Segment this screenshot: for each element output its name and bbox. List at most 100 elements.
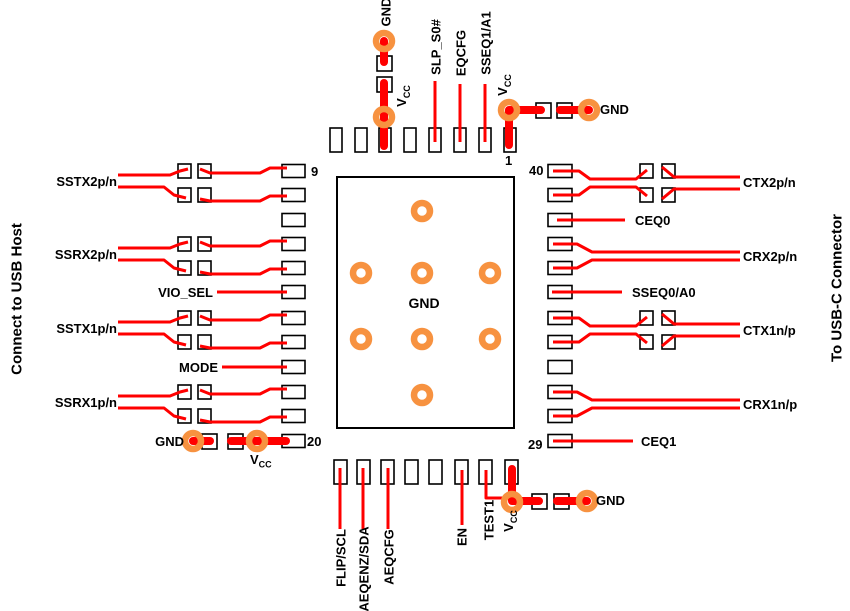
trace-ssrx2n: [118, 258, 187, 273]
vcc-via: [245, 429, 269, 453]
pad-pin9: [281, 163, 306, 179]
crx2-label: CRX2p/n: [743, 249, 798, 264]
ctx2-label: CTX2p/n: [743, 175, 796, 190]
flip-scl-label: FLIP/SCL: [333, 529, 349, 587]
ssrx2-label: SSRX2p/n: [54, 247, 117, 262]
trace-sstx2p: [118, 167, 189, 177]
aeqenz-sda-label: AEQENZ/SDA: [356, 526, 372, 611]
pad-pin18: [281, 384, 306, 400]
aeqcfg-label: AEQCFG: [381, 529, 397, 585]
trace-sstx2n: [199, 194, 287, 203]
vcc-label-pin1: VCC: [495, 74, 513, 96]
vias: [181, 29, 601, 514]
vcc-sub: CC: [401, 85, 412, 99]
ceq1-label: CEQ1: [641, 434, 677, 449]
trace-ctx2p: [661, 165, 740, 179]
trace-ssrx1p: [118, 388, 189, 398]
trace-ctx1n: [553, 315, 648, 328]
trace-ssrx2p: [118, 240, 189, 250]
vcc-label-pin20: VCC: [250, 452, 272, 470]
pad-pin15: [281, 310, 306, 326]
center-gnd-via: [349, 261, 373, 285]
trace-sstx1n: [118, 332, 187, 347]
eqcfg-label: EQCFG: [453, 29, 469, 77]
mode-label: MODE: [179, 360, 218, 375]
left-side-title: Connect to USB Host: [8, 223, 26, 375]
gnd-label-pin28: GND: [596, 493, 625, 508]
center-gnd-via: [410, 261, 434, 285]
trace-ctx1p: [661, 334, 740, 348]
trace-vcc-pin28: [508, 465, 543, 505]
trace-sstx1p: [118, 314, 189, 324]
pad-pin24: [404, 459, 419, 485]
sseq1-a1-label: SSEQ1/A1: [478, 11, 494, 75]
trace-sstx1p: [199, 313, 287, 322]
vcc-label-pin28: VCC: [501, 510, 519, 532]
center-gnd-via: [349, 327, 373, 351]
trace-sstx2n: [118, 185, 187, 200]
pin-number-9: 9: [311, 164, 319, 179]
trace-ssrx2p: [199, 239, 287, 248]
vcc-main: V: [501, 523, 517, 532]
pads-right: [547, 163, 573, 449]
gnd-via: [577, 98, 601, 122]
center-gnd-via: [410, 327, 434, 351]
gnd-label-top: GND: [378, 0, 394, 27]
vio-sel-label: VIO_SEL: [158, 285, 213, 300]
ctx1-label: CTX1n/p: [743, 323, 796, 338]
pin-number-40: 40: [529, 163, 544, 178]
trace-ssrx1p: [199, 387, 287, 396]
pads-left: [281, 163, 306, 449]
center-gnd-via: [410, 383, 434, 407]
trace-sstx2p: [199, 166, 287, 175]
crx1-label: CRX1n/p: [743, 397, 798, 412]
vcc-label-top: VCC: [394, 85, 412, 107]
trace-crx2p: [553, 242, 740, 254]
trace-ssrx1n: [199, 415, 287, 424]
center-gnd-via: [478, 327, 502, 351]
trace-ctx2p: [553, 168, 648, 181]
vcc-via: [497, 98, 521, 122]
ceq0-label: CEQ0: [635, 213, 671, 228]
center-gnd-via: [410, 199, 434, 223]
pad-pin8: [329, 127, 343, 153]
gnd-label-pin1: GND: [600, 102, 629, 117]
vcc-main: V: [394, 98, 410, 107]
trace-vcc-pin1: [505, 106, 545, 149]
pad-pin12: [281, 236, 306, 252]
sstx1-label: SSTX1p/n: [56, 321, 117, 336]
gnd-via: [372, 29, 396, 53]
trace-crx2n: [553, 258, 740, 270]
pad-pin5: [403, 127, 417, 153]
trace-ctx1n: [661, 312, 740, 326]
gnd-via: [575, 489, 599, 513]
pad-pin25: [428, 459, 443, 485]
trace-ctx1p: [553, 332, 648, 345]
sseq0-a0-label: SSEQ0/A0: [632, 285, 696, 300]
pads-top: [329, 127, 517, 153]
test1-label: TEST1: [481, 499, 497, 541]
pin-number-1: 1: [505, 153, 513, 168]
vcc-via: [500, 490, 524, 514]
trace-crx1n: [553, 390, 740, 402]
trace-ssrx2n: [199, 267, 287, 276]
pin-number-20: 20: [307, 434, 322, 449]
pin-number-29: 29: [528, 437, 543, 452]
signal-traces: [118, 81, 740, 529]
vcc-sub: CC: [258, 459, 272, 470]
trace-ctx2n: [661, 187, 740, 201]
center-gnd-via: [478, 261, 502, 285]
ssrx1-label: SSRX1p/n: [54, 395, 117, 410]
pad-pin7: [354, 127, 368, 153]
vcc-sub: CC: [502, 74, 513, 88]
center-gnd-label: GND: [408, 295, 440, 311]
pad-pin32: [547, 359, 573, 375]
vcc-main: V: [495, 87, 511, 96]
vcc-via: [372, 105, 396, 129]
right-side-title: To USB-C Connector: [828, 213, 846, 363]
trace-sstx1n: [199, 341, 287, 350]
trace-ctx2n: [553, 185, 648, 198]
gnd-label-pin20: GND: [155, 434, 184, 449]
trace-crx1p: [553, 406, 740, 418]
